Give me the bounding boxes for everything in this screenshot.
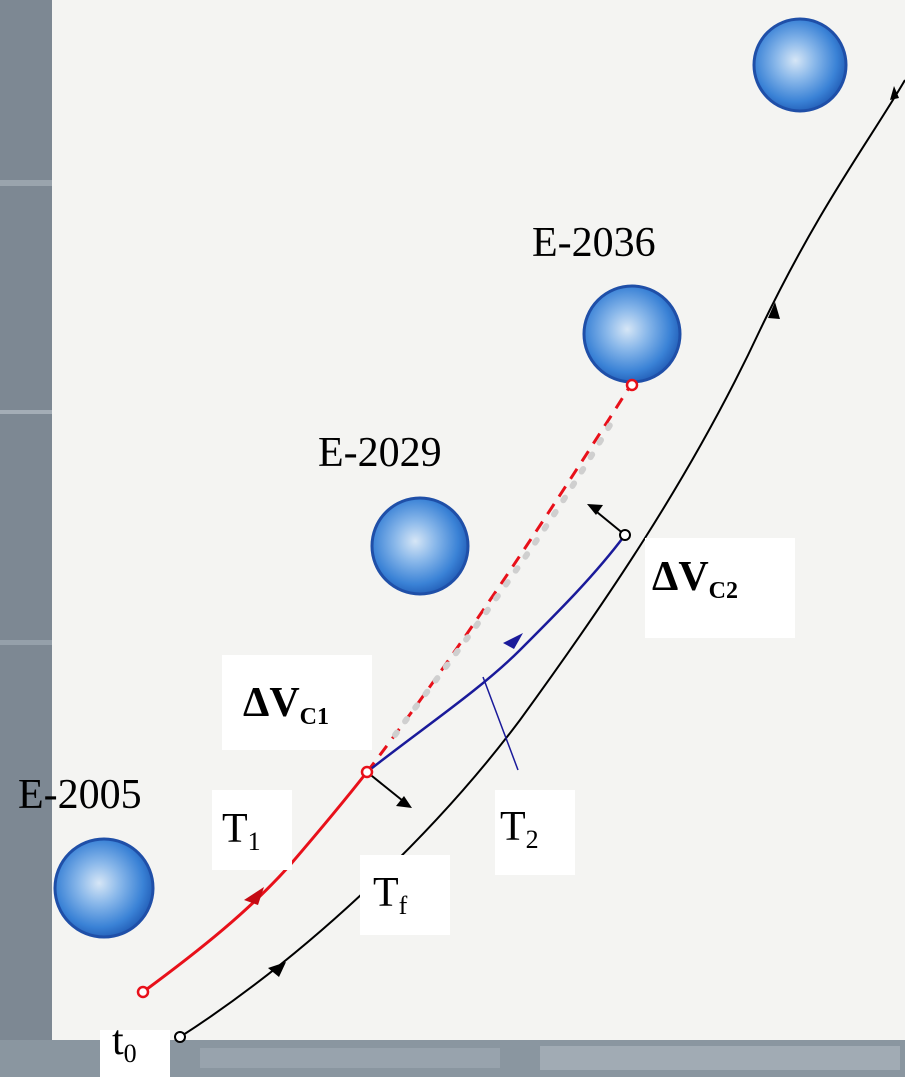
node-circle-icon bbox=[625, 378, 639, 392]
label-tf: Tf bbox=[373, 870, 407, 919]
label-dv-c2-main: ΔV bbox=[652, 554, 709, 600]
arrow-head-icon bbox=[396, 796, 412, 808]
label-t2-main: T bbox=[500, 804, 526, 850]
node-circle-icon bbox=[360, 765, 374, 779]
label-tf-box bbox=[360, 855, 450, 935]
arrow-head-icon bbox=[890, 86, 899, 100]
label-e2036: E-2036 bbox=[532, 220, 656, 266]
label-dv-c1: ΔVC1 bbox=[243, 680, 329, 729]
label-t2-sub: 2 bbox=[525, 825, 539, 854]
trajectory-tf-line bbox=[179, 79, 905, 1038]
label-t1: T1 bbox=[222, 806, 261, 855]
asteroid-icon bbox=[752, 17, 848, 113]
label-t2-box bbox=[495, 790, 575, 875]
label-t1-main: T bbox=[222, 806, 248, 852]
t2-pointer-line bbox=[482, 676, 519, 771]
arrow-head-icon bbox=[268, 962, 286, 977]
label-dv-c2-sub: C2 bbox=[708, 578, 739, 604]
arrow-head-icon bbox=[503, 633, 523, 649]
node-circle-icon bbox=[136, 985, 150, 999]
asteroid-icon bbox=[370, 496, 470, 596]
label-t0-box bbox=[100, 1030, 170, 1077]
label-t2: T2 bbox=[500, 804, 539, 853]
dv-c1-arrow bbox=[366, 771, 409, 806]
label-t1-sub: 1 bbox=[247, 827, 261, 856]
arrow-head-icon bbox=[244, 887, 264, 905]
asteroid-icon bbox=[582, 284, 682, 384]
trajectory-t2-line bbox=[366, 534, 626, 773]
label-t1-box bbox=[212, 790, 292, 870]
label-t0-sub: 0 bbox=[123, 1039, 137, 1068]
label-t0: t0 bbox=[112, 1018, 137, 1067]
label-dv-c1-main: ΔV bbox=[243, 680, 300, 726]
label-tf-sub: f bbox=[398, 891, 408, 920]
label-dv-c2: ΔVC2 bbox=[652, 554, 738, 603]
arrow-head-icon bbox=[768, 302, 780, 319]
paper-sheet bbox=[52, 0, 905, 1040]
label-e2005: E-2005 bbox=[18, 772, 142, 818]
node-circle-icon bbox=[619, 529, 631, 541]
label-e2029: E-2029 bbox=[318, 430, 442, 476]
node-circle-icon bbox=[174, 1031, 186, 1043]
asteroid-icon bbox=[53, 837, 155, 939]
label-dv-c1-box bbox=[222, 655, 372, 750]
arrow-head-icon bbox=[587, 504, 603, 515]
label-t0-main: t bbox=[112, 1018, 124, 1064]
label-tf-main: T bbox=[373, 870, 399, 916]
label-dv-c1-sub: C1 bbox=[299, 704, 330, 730]
label-dv-c2-box bbox=[645, 538, 795, 638]
trajectory-dashed-line bbox=[392, 422, 613, 738]
